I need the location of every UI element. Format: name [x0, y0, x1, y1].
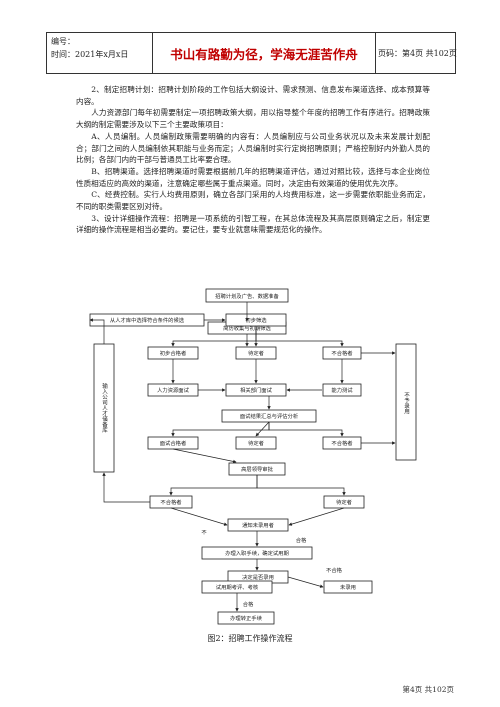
header-meta: 编号： 时间：2021年x月x日 — [47, 33, 153, 73]
node-text: 初步合格者 — [160, 349, 187, 357]
node-text: 未录用 — [340, 583, 356, 591]
node-text: 简历收集与初期筛选 — [223, 324, 271, 332]
node-ability-test — [322, 383, 362, 397]
node-text: 招聘计划及广告、数据准备 — [215, 292, 279, 300]
edge-label: 不 — [201, 529, 207, 536]
node-text: 不合格者 — [331, 439, 352, 447]
paragraph: 人力资源部门每年初需要制定一项招聘政策大纲，用以指导整个年度的招聘工作有序进行。… — [76, 108, 430, 130]
node-notify — [227, 518, 289, 532]
header-page-label: 页码：第4页 共102页 — [378, 48, 457, 58]
page-header-table: 编号： 时间：2021年x月x日 书山有路勤为径，学海无涯苦作舟 页码：第4页 … — [46, 32, 457, 74]
node-text: 能力测试 — [331, 386, 353, 394]
paragraph: A、人员编制。人员编制政策需要明确的内容有：人员编制应与公司业务状况以及未来发展… — [76, 131, 430, 165]
figure-caption: 图2：招聘工作操作流程 — [207, 634, 293, 643]
recruitment-flowchart: 招聘计划及广告、数据准备 简历收集与初期筛选 从人才库中选择符合条件的候选 初步… — [89, 288, 417, 625]
page-footer: 第4页 共102页 — [402, 685, 454, 694]
node-text: 待定者 — [336, 498, 352, 506]
node-text: 不合格者 — [331, 349, 352, 357]
edge-label: 合格 — [243, 600, 254, 608]
talent-pool-text: 输入公司人才储备库 — [101, 383, 107, 433]
node-text: 高层领导审批 — [241, 465, 273, 473]
reject-text: 不予录用 — [403, 392, 409, 414]
node-text: 待定者 — [248, 349, 264, 357]
node-text: 初步筛选 — [245, 316, 267, 324]
paragraph: C、经费控制。实行人均费用原则，确立各部门采用的人均费用标准，这一步需要依职能业… — [76, 190, 430, 212]
node-text: 面试合格者 — [160, 439, 187, 447]
node-reject — [395, 343, 417, 461]
node-pending-2 — [235, 436, 277, 450]
time-label: 时间：2021年x月x日 — [51, 50, 129, 59]
node-text: 从人才库中选择符合条件的候选 — [110, 316, 185, 324]
header-slogan: 书山有路勤为径，学海无涯苦作舟 — [153, 33, 376, 73]
node-text: 不合格者 — [160, 498, 181, 506]
node-text: 办理转正手续 — [230, 614, 262, 622]
node-text: 相关部门面试 — [240, 386, 272, 394]
node-not-hired — [323, 580, 373, 594]
node-text: 试用期考评、考核 — [216, 583, 259, 591]
node-text: 待定者 — [248, 439, 264, 447]
paragraph: 2、制定招聘计划：招聘计划阶段的工作包括大纲设计、需求预测、信息发布渠道选择、成… — [76, 85, 430, 106]
node-text: 人力资源面试 — [157, 386, 189, 394]
paragraph: B、招聘渠道。选择招聘渠道时需要根据前几年的招聘渠道评估，通过对照比较，选择与本… — [76, 166, 430, 188]
edge-label: 合格 — [296, 536, 307, 544]
edge-label: 不合格 — [326, 566, 343, 574]
node-text: 面试结果汇总与评估分析 — [240, 412, 299, 420]
paragraph: 3、设计详细操作流程：招聘是一项系统的引智工程，在其总体流程及其高层原则确定之后… — [76, 213, 430, 235]
node-text: 决定是否录用 — [242, 573, 274, 581]
node-dept-interview — [225, 383, 287, 397]
document-body: 2、制定招聘计划：招聘计划阶段的工作包括大纲设计、需求预测、信息发布渠道选择、成… — [76, 84, 430, 236]
number-label: 编号： — [51, 37, 75, 46]
node-text: 办理入职手续，确定试用期 — [225, 549, 289, 557]
node-formal — [217, 611, 275, 625]
node-text: 通知未录用者 — [242, 521, 274, 529]
